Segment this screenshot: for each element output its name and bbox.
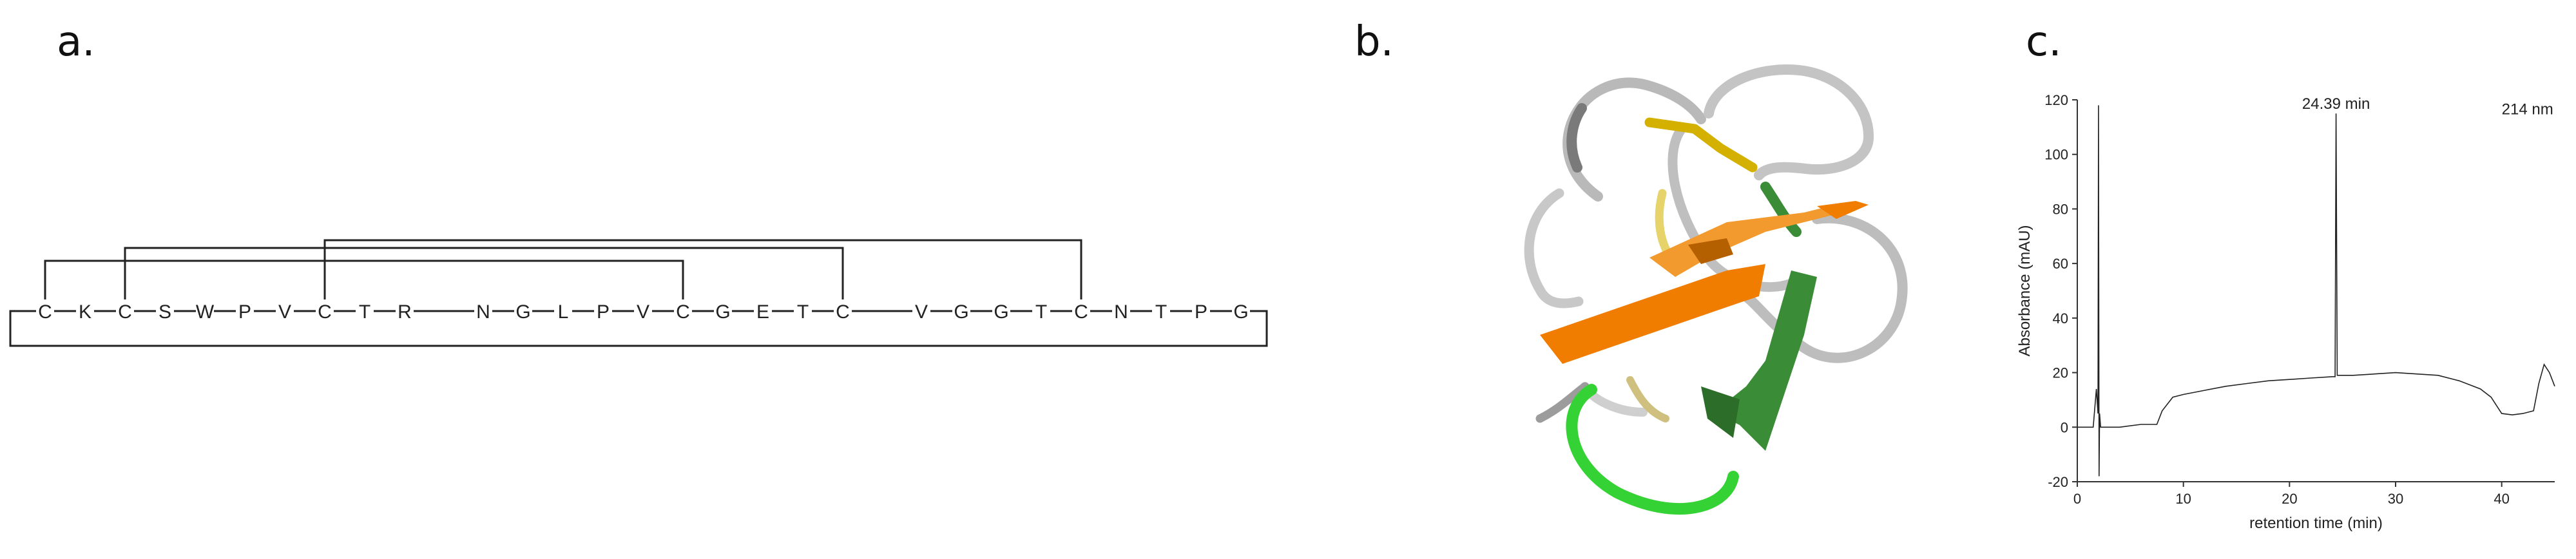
disulfide-bond-line <box>323 239 1082 299</box>
residue-label: W <box>196 301 215 323</box>
residue-label: T <box>359 301 370 323</box>
chromatogram-trace <box>2077 105 2555 477</box>
residue-label: P <box>597 301 610 323</box>
loop-green-bottom <box>1566 384 1739 515</box>
y-tick-label: -20 <box>2048 474 2068 490</box>
y-tick-label: 120 <box>2044 92 2068 108</box>
y-tick-label: 40 <box>2053 310 2068 327</box>
loop-grey-right <box>1731 213 1908 363</box>
loop-green-stem <box>1760 182 1802 237</box>
residue-label: C <box>836 301 850 323</box>
panel-c-label: c. <box>2026 18 2062 66</box>
residue-label: L <box>558 301 569 323</box>
strand-green-1 <box>1714 270 1817 451</box>
residue-label: V <box>278 301 291 323</box>
residue-label: V <box>637 301 649 323</box>
residue-label: E <box>756 301 769 323</box>
cyclic-backbone-closure <box>9 310 1268 347</box>
residue-label: C <box>1074 301 1088 323</box>
strand-orange-1 <box>1540 264 1765 364</box>
residue-label: N <box>476 301 490 323</box>
loop-grey-top-right <box>1704 64 1874 180</box>
panel-a-label: a. <box>57 18 95 66</box>
ribbon-structure-image <box>1524 64 1908 515</box>
y-tick-label: 80 <box>2053 201 2068 217</box>
residue-label: G <box>515 301 530 323</box>
strand-orange-shadow <box>1688 238 1733 264</box>
x-tick-label: 30 <box>2388 491 2403 507</box>
residue-label: C <box>318 301 332 323</box>
disulfide-bond-line <box>124 247 844 299</box>
residue-label: K <box>79 301 91 323</box>
residue-label: S <box>159 301 171 323</box>
peak-annotation: 24.39 min <box>2302 95 2370 113</box>
x-tick-label: 20 <box>2282 491 2297 507</box>
disulfide-1 <box>1644 117 1758 173</box>
residue-label: N <box>1114 301 1128 323</box>
chart-axes: -20 0 20 40 60 80 100 120 0 10 20 30 40 <box>2044 92 2555 507</box>
strand-green-2 <box>1701 386 1740 438</box>
y-axis-label: Absorbance (mAU) <box>2016 225 2033 356</box>
residue-label: P <box>1195 301 1207 323</box>
y-tick-label: 0 <box>2061 419 2068 435</box>
residue-label: G <box>994 301 1008 323</box>
residue-label: T <box>1155 301 1167 323</box>
residue-label: G <box>1233 301 1248 323</box>
x-axis-label: retention time (min) <box>2249 515 2383 532</box>
disulfide-3 <box>1626 376 1669 422</box>
y-tick-label: 100 <box>2044 147 2068 163</box>
disulfide-bond-line <box>44 260 684 299</box>
loop-grey-nterm <box>1535 382 1590 423</box>
wavelength-annotation: 214 nm <box>2502 100 2553 118</box>
y-tick-label: 60 <box>2053 256 2068 272</box>
residue-label: T <box>1035 301 1047 323</box>
loop-grey-dark-knot <box>1566 103 1587 173</box>
strand-orange-2 <box>1649 206 1843 277</box>
x-tick-label: 0 <box>2073 491 2081 507</box>
panel-c-chromatogram: c. -20 0 20 40 60 80 100 120 0 10 20 30 40 24.39 min… <box>1972 0 2576 559</box>
loop-grey-left <box>1524 188 1584 308</box>
hplc-chart: -20 0 20 40 60 80 100 120 0 10 20 30 40 24.39 min 214… <box>2016 92 2555 532</box>
residue-label: P <box>238 301 251 323</box>
residue-label: T <box>797 301 809 323</box>
residue-label: C <box>676 301 690 323</box>
strand-orange-3 <box>1817 201 1869 219</box>
x-tick-label: 40 <box>2494 491 2509 507</box>
residue-label: C <box>118 301 132 323</box>
panel-b-structure: b. <box>1314 0 1959 559</box>
residue-label: G <box>954 301 968 323</box>
y-tick-label: 20 <box>2053 365 2068 381</box>
residue-label: V <box>915 301 928 323</box>
residue-label: C <box>38 301 52 323</box>
x-tick-label: 10 <box>2175 491 2191 507</box>
panel-b-label: b. <box>1354 18 1394 66</box>
panel-a-sequence: a. C K C S W P V C T R N G L P V C G E T C V G G T C N T P G <box>0 0 1282 559</box>
residue-label: R <box>398 301 412 323</box>
residue-label: G <box>715 301 730 323</box>
chart-marks: 24.39 min 214 nm <box>2077 95 2555 477</box>
